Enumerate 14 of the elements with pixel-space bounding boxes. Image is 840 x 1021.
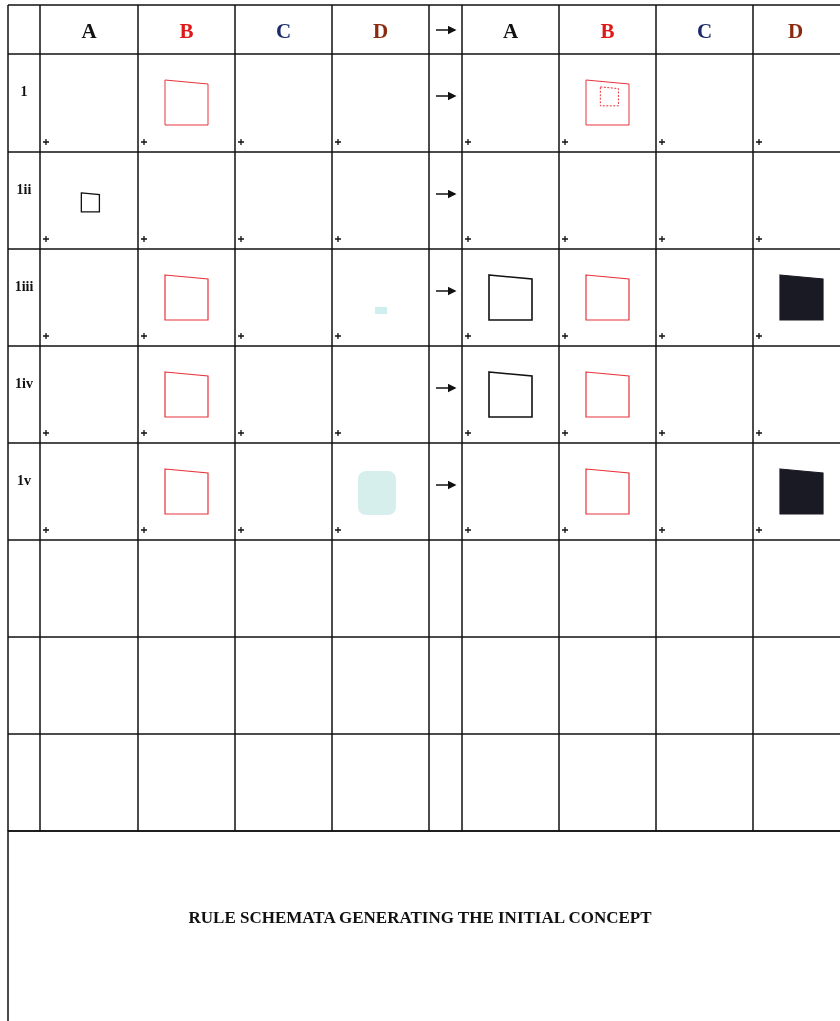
row-label: 1v bbox=[16, 472, 32, 490]
column-header: A bbox=[80, 18, 98, 45]
column-header: B bbox=[178, 18, 195, 45]
row-label: 1iii bbox=[13, 278, 35, 296]
column-header: D bbox=[371, 18, 390, 45]
column-header: C bbox=[695, 18, 714, 45]
diagram-title: RULE SCHEMATA GENERATING THE INITIAL CONCEPT bbox=[187, 907, 653, 929]
row-label: 1iv bbox=[14, 375, 34, 393]
column-header: C bbox=[274, 18, 293, 45]
column-header: A bbox=[501, 18, 520, 45]
column-header: D bbox=[786, 18, 805, 45]
column-header: B bbox=[599, 18, 616, 45]
row-label: 1ii bbox=[15, 181, 33, 199]
row-label: 1 bbox=[19, 83, 29, 101]
